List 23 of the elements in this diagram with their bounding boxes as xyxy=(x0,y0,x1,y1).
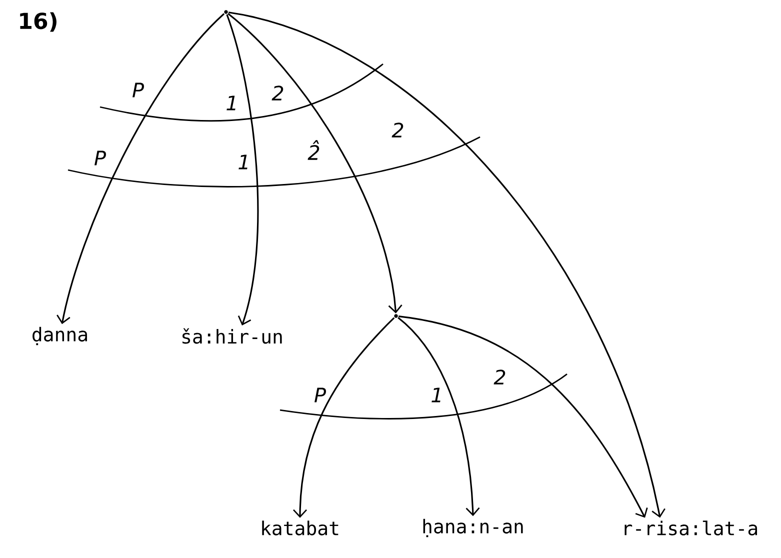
relation-label: P xyxy=(132,82,144,98)
arrow xyxy=(228,13,402,314)
relation-label: 2 xyxy=(392,122,404,138)
arrow xyxy=(398,316,648,518)
word-label: katabat xyxy=(262,520,338,536)
word-label: ḥana:n-an xyxy=(423,518,523,538)
relation-label: P xyxy=(314,388,326,402)
relation-label: 2̂ xyxy=(308,140,320,160)
relation-label: 2 xyxy=(272,86,284,100)
arrow xyxy=(398,317,480,516)
relation-label: 1 xyxy=(226,96,236,110)
arrow xyxy=(56,13,225,324)
relation-label: 1 xyxy=(238,154,248,170)
relation-label: P xyxy=(94,150,106,166)
word-label: ša:hir-un xyxy=(182,328,282,344)
arrow xyxy=(228,12,666,518)
word-label: ḍanna xyxy=(32,326,87,346)
arrow xyxy=(226,14,259,326)
relation-label: 2 xyxy=(494,370,506,384)
figure-number: 16) xyxy=(20,12,56,32)
word-label: r-risa:lat-a xyxy=(624,520,757,536)
relation-label: 1 xyxy=(432,388,440,402)
arrow xyxy=(293,317,395,518)
